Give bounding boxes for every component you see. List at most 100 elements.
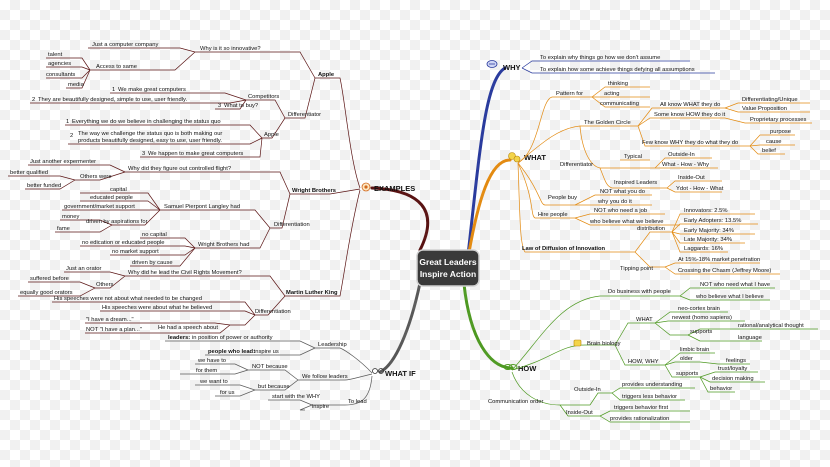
- how-what: WHAT: [636, 317, 653, 323]
- no-market: no market support: [112, 249, 159, 255]
- belief: belief: [762, 148, 776, 154]
- some-know: Some know HOW they do it: [654, 112, 726, 118]
- people-buy: People buy: [548, 195, 577, 201]
- newest: newest (homo sapiens): [672, 315, 732, 321]
- inside-out: Inside-Out: [678, 175, 705, 181]
- fame: fame: [57, 226, 70, 232]
- why-branch-line: [466, 66, 507, 257]
- better-qualified: better qualified: [10, 170, 48, 176]
- center-node: [416, 249, 480, 287]
- capital: capital: [110, 187, 127, 193]
- believe-what-i: who believe what I believe: [695, 294, 764, 300]
- leadership: Leadership: [318, 342, 347, 348]
- whatif-branch-line: [378, 281, 422, 374]
- how-label: HOW: [518, 364, 537, 373]
- no-edu: no edication or educated people: [82, 240, 165, 246]
- center-title-line2: Inspire Action: [420, 269, 476, 279]
- glasses-icon: [372, 368, 384, 374]
- we-have-to: we have to: [197, 358, 226, 364]
- distribution: distribution: [637, 226, 665, 232]
- suffered: suffered before: [30, 276, 69, 282]
- what-to-buy: What to buy?: [224, 103, 259, 109]
- just-another: Just another expermenter: [30, 159, 96, 165]
- plan: NOT "I have a plan...": [86, 327, 142, 333]
- for-them: for them: [196, 368, 217, 374]
- better-funded: better funded: [27, 183, 61, 189]
- few-know: Few know WHY they do what they do: [642, 140, 738, 146]
- inspire: inspire: [312, 404, 329, 410]
- whatif-branch: WHAT IF Leadership leaders: in position …: [165, 335, 416, 411]
- dream: "I have a dream...": [86, 317, 134, 323]
- num-1b: 1: [66, 119, 69, 125]
- others-were: Others were: [80, 174, 112, 180]
- products-beautiful: products beautifully designed, easy to u…: [78, 138, 222, 144]
- how-branch-line: [462, 282, 514, 370]
- media: media: [68, 82, 85, 88]
- golden-circle: The Golden Circle: [584, 120, 631, 126]
- why-innovative: Why is it so innovative?: [200, 46, 261, 52]
- people-lead-keyword: people who lead:: [208, 349, 255, 355]
- num-2b: 2: [70, 133, 73, 139]
- apple-label: Apple: [318, 72, 335, 78]
- speeches-not: His speeches were not about what needed …: [54, 296, 202, 302]
- how-branch: HOW Do business with people NOT who need…: [488, 282, 818, 423]
- we-follow: We follow leaders: [302, 374, 348, 380]
- start-why: start with the WHY: [272, 394, 320, 400]
- what-label: WHAT: [524, 153, 546, 162]
- others: Others: [96, 282, 113, 288]
- who-believe: who believe what we believe: [589, 219, 663, 225]
- apple-differentiator: Differentiator: [288, 112, 321, 118]
- why-item-1: To explain why things go how we don't as…: [540, 55, 660, 61]
- laggards: Laggards: 16%: [684, 246, 723, 252]
- wright-had: Wright Brothers had: [198, 242, 249, 248]
- crossing-chasm: Crossing the Chasm (Jeffrey Moore): [678, 268, 771, 274]
- inspire-us: inspire us: [254, 349, 279, 355]
- brain-biology: Brain biology: [587, 341, 621, 347]
- brain-icon: [573, 339, 582, 347]
- do-business: Do business with people: [608, 289, 671, 295]
- language: language: [738, 335, 762, 341]
- decision: decision making: [712, 376, 754, 382]
- agencies: agencies: [48, 61, 71, 67]
- examples-label: EXAMPLES: [374, 184, 415, 193]
- triggers-first: triggers behavior first: [614, 405, 669, 411]
- why-label: WHY: [503, 63, 521, 72]
- examples-branch-line: [370, 186, 430, 252]
- not-who-need: NOT who need what I have: [700, 282, 770, 288]
- inspired-leaders: Inspired Leaders: [614, 180, 657, 186]
- driven-aspirations: driven by aspirations for: [86, 219, 148, 225]
- supports-1: supports: [690, 329, 712, 335]
- no-capital: no capital: [142, 232, 167, 238]
- speech-about: He had a speech about: [158, 325, 218, 331]
- equally: equally good orators: [20, 290, 73, 296]
- value-prop: Value Proposition: [742, 106, 787, 112]
- how-why: HOW, WHY: [628, 359, 659, 365]
- all-know: All know WHAT they do: [660, 102, 720, 108]
- access-same: Access to same: [96, 64, 137, 70]
- purpose: purpose: [770, 129, 791, 135]
- why-you-do: why you do it: [597, 199, 632, 205]
- proprietary: Proprietary processes: [750, 117, 806, 123]
- why-how-what: Ydot - How - What: [676, 186, 724, 192]
- neo-cortex: neo-cortex brain: [678, 306, 720, 312]
- diff-unique: Differentiating/Unique: [742, 97, 798, 103]
- competitors: Competitors: [248, 94, 279, 100]
- consultants: consultants: [46, 72, 75, 78]
- why-item-2: To explain how some achieve things defyi…: [540, 67, 695, 73]
- num-3b: 3: [142, 151, 145, 157]
- we-make: We make great computers: [118, 87, 186, 93]
- provides-understanding: provides understanding: [622, 382, 682, 388]
- innovators: Innovators: 2.5%: [684, 208, 728, 214]
- behavior: behavior: [710, 386, 732, 392]
- magnifier-icon: [486, 60, 498, 68]
- why-branch: WHY To explain why things go how we don'…: [486, 55, 715, 74]
- educated: educated people: [90, 195, 133, 201]
- acting: acting: [604, 91, 619, 97]
- typical: Typical: [624, 154, 642, 160]
- num-1a: 1: [112, 87, 115, 93]
- outside-in: Outside-In: [668, 152, 695, 158]
- triggers-less: triggers less behavior: [622, 394, 677, 400]
- how-inside-out: Inside-Out: [566, 410, 593, 416]
- not-because: NOT because: [252, 364, 288, 370]
